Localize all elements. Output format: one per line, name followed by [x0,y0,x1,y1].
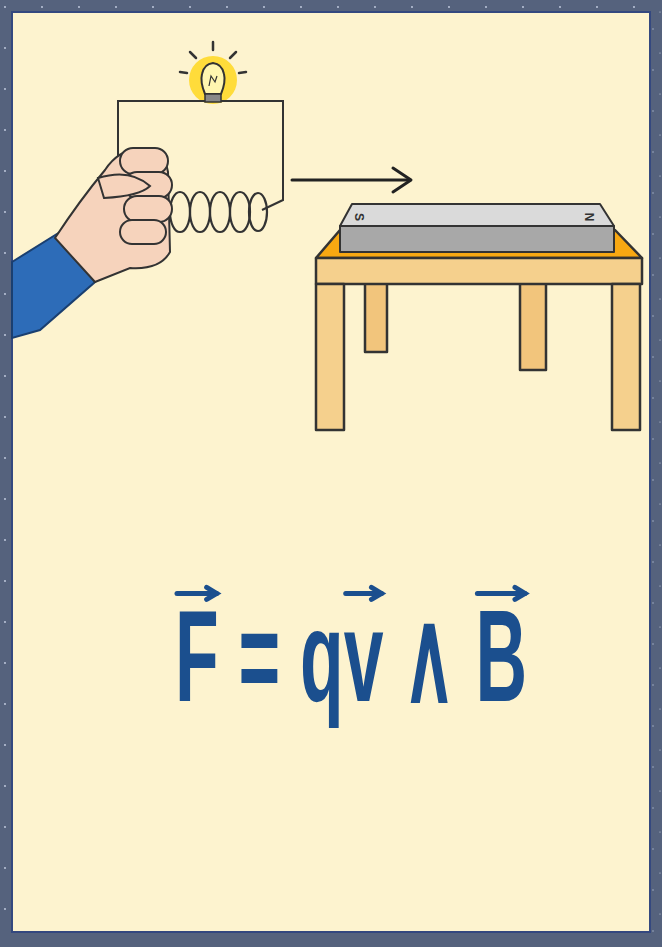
motion-arrow [292,168,411,192]
formula: F = qv ∧ B [175,585,527,728]
panel [12,12,650,932]
bulb [201,63,224,94]
wire [221,101,283,210]
table [316,230,642,430]
fingers [98,148,172,244]
pole-letter: N [583,213,595,222]
bulb-base [205,94,221,102]
bulb-glow [189,56,237,104]
magnet-face: SN [345,205,607,226]
filament [209,76,217,86]
pole-letter: S [353,213,365,221]
bar-magnet [340,204,614,252]
